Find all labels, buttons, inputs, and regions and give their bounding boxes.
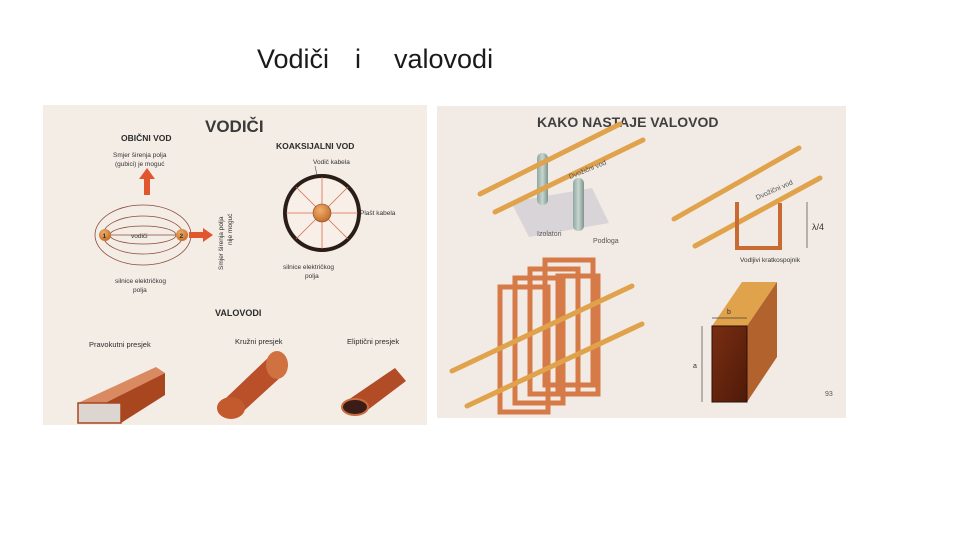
elliptic-waveguide [342,368,406,415]
conductor-label: vodiči [131,233,148,240]
valovod-illustration: KAKO NASTAJE VALOVOD Dvožični vod Izolat… [437,106,846,418]
dim-b-label: b [727,309,731,316]
valovod-header: KAKO NASTAJE VALOVOD [537,114,719,130]
page-number: 93 [825,391,833,398]
vodici-header: VODIČI [205,117,264,136]
stacked-stubs [500,260,598,412]
solid-waveguide [712,282,777,402]
direction-label-1: Smjer širenja polja [113,152,167,159]
obicni-vod-title: OBIČNI VOD [121,132,172,143]
short-label: Vodljivi kratkospojnik [740,257,801,264]
obicni-lines-label-2: polja [133,287,147,294]
direction-label-2: (gubici) je moguć [115,161,165,168]
obicni-lines-label-1: silnice električkog [115,278,166,285]
right-arrow [189,228,213,242]
koaksijalni-title: KOAKSIJALNI VOD [276,141,354,151]
stub-wire-2 [695,178,820,246]
coax-lines-label-1: silnice električkog [283,264,334,271]
coax-inner-conductor [313,204,331,222]
coax-inner-label: Vodič kabela [313,159,350,166]
coax-lines-label-2: polja [305,273,319,280]
insulator-label: Izolatori [537,231,562,238]
vertical-label-2: nije moguć [227,213,234,245]
rectangular-waveguide [78,367,165,423]
section-rectangular-label: Pravokutni presjek [89,340,151,349]
title-word-valovodi: valovodi [394,44,493,75]
vodici-illustration: VODIČI OBIČNI VOD Smjer širenja polja (g… [43,105,427,425]
title-word-vodici: Vodiči [257,44,329,75]
node-2-label: 2 [180,233,184,240]
valovod-photo: KAKO NASTAJE VALOVOD Dvožični vod Izolat… [437,106,846,418]
title-word-i: i [355,44,361,75]
insulator-2 [573,178,584,231]
vertical-label-1: Smjer širenja polja [218,216,225,270]
up-arrow [139,168,155,195]
section-elliptic-label: Eliptični presjek [347,337,399,346]
dim-a-label: a [693,363,697,370]
quarter-wave-label: λ/4 [812,222,824,232]
base-label: Podloga [593,238,619,245]
section-circular-label: Kružni presjek [235,337,283,346]
circular-waveguide [217,351,288,419]
coax-shell-label: Plašt kabela [360,210,396,217]
slide-title: Vodiči i valovodi [0,44,960,84]
vodici-photo: VODIČI OBIČNI VOD Smjer širenja polja (g… [43,105,427,425]
valovodi-title: VALOVODI [215,308,261,318]
line-label-2: Dvožični vod [755,179,794,202]
node-1-label: 1 [103,233,107,240]
line-label-1: Dvožični vod [568,159,608,180]
stack-wire-1 [452,286,632,371]
